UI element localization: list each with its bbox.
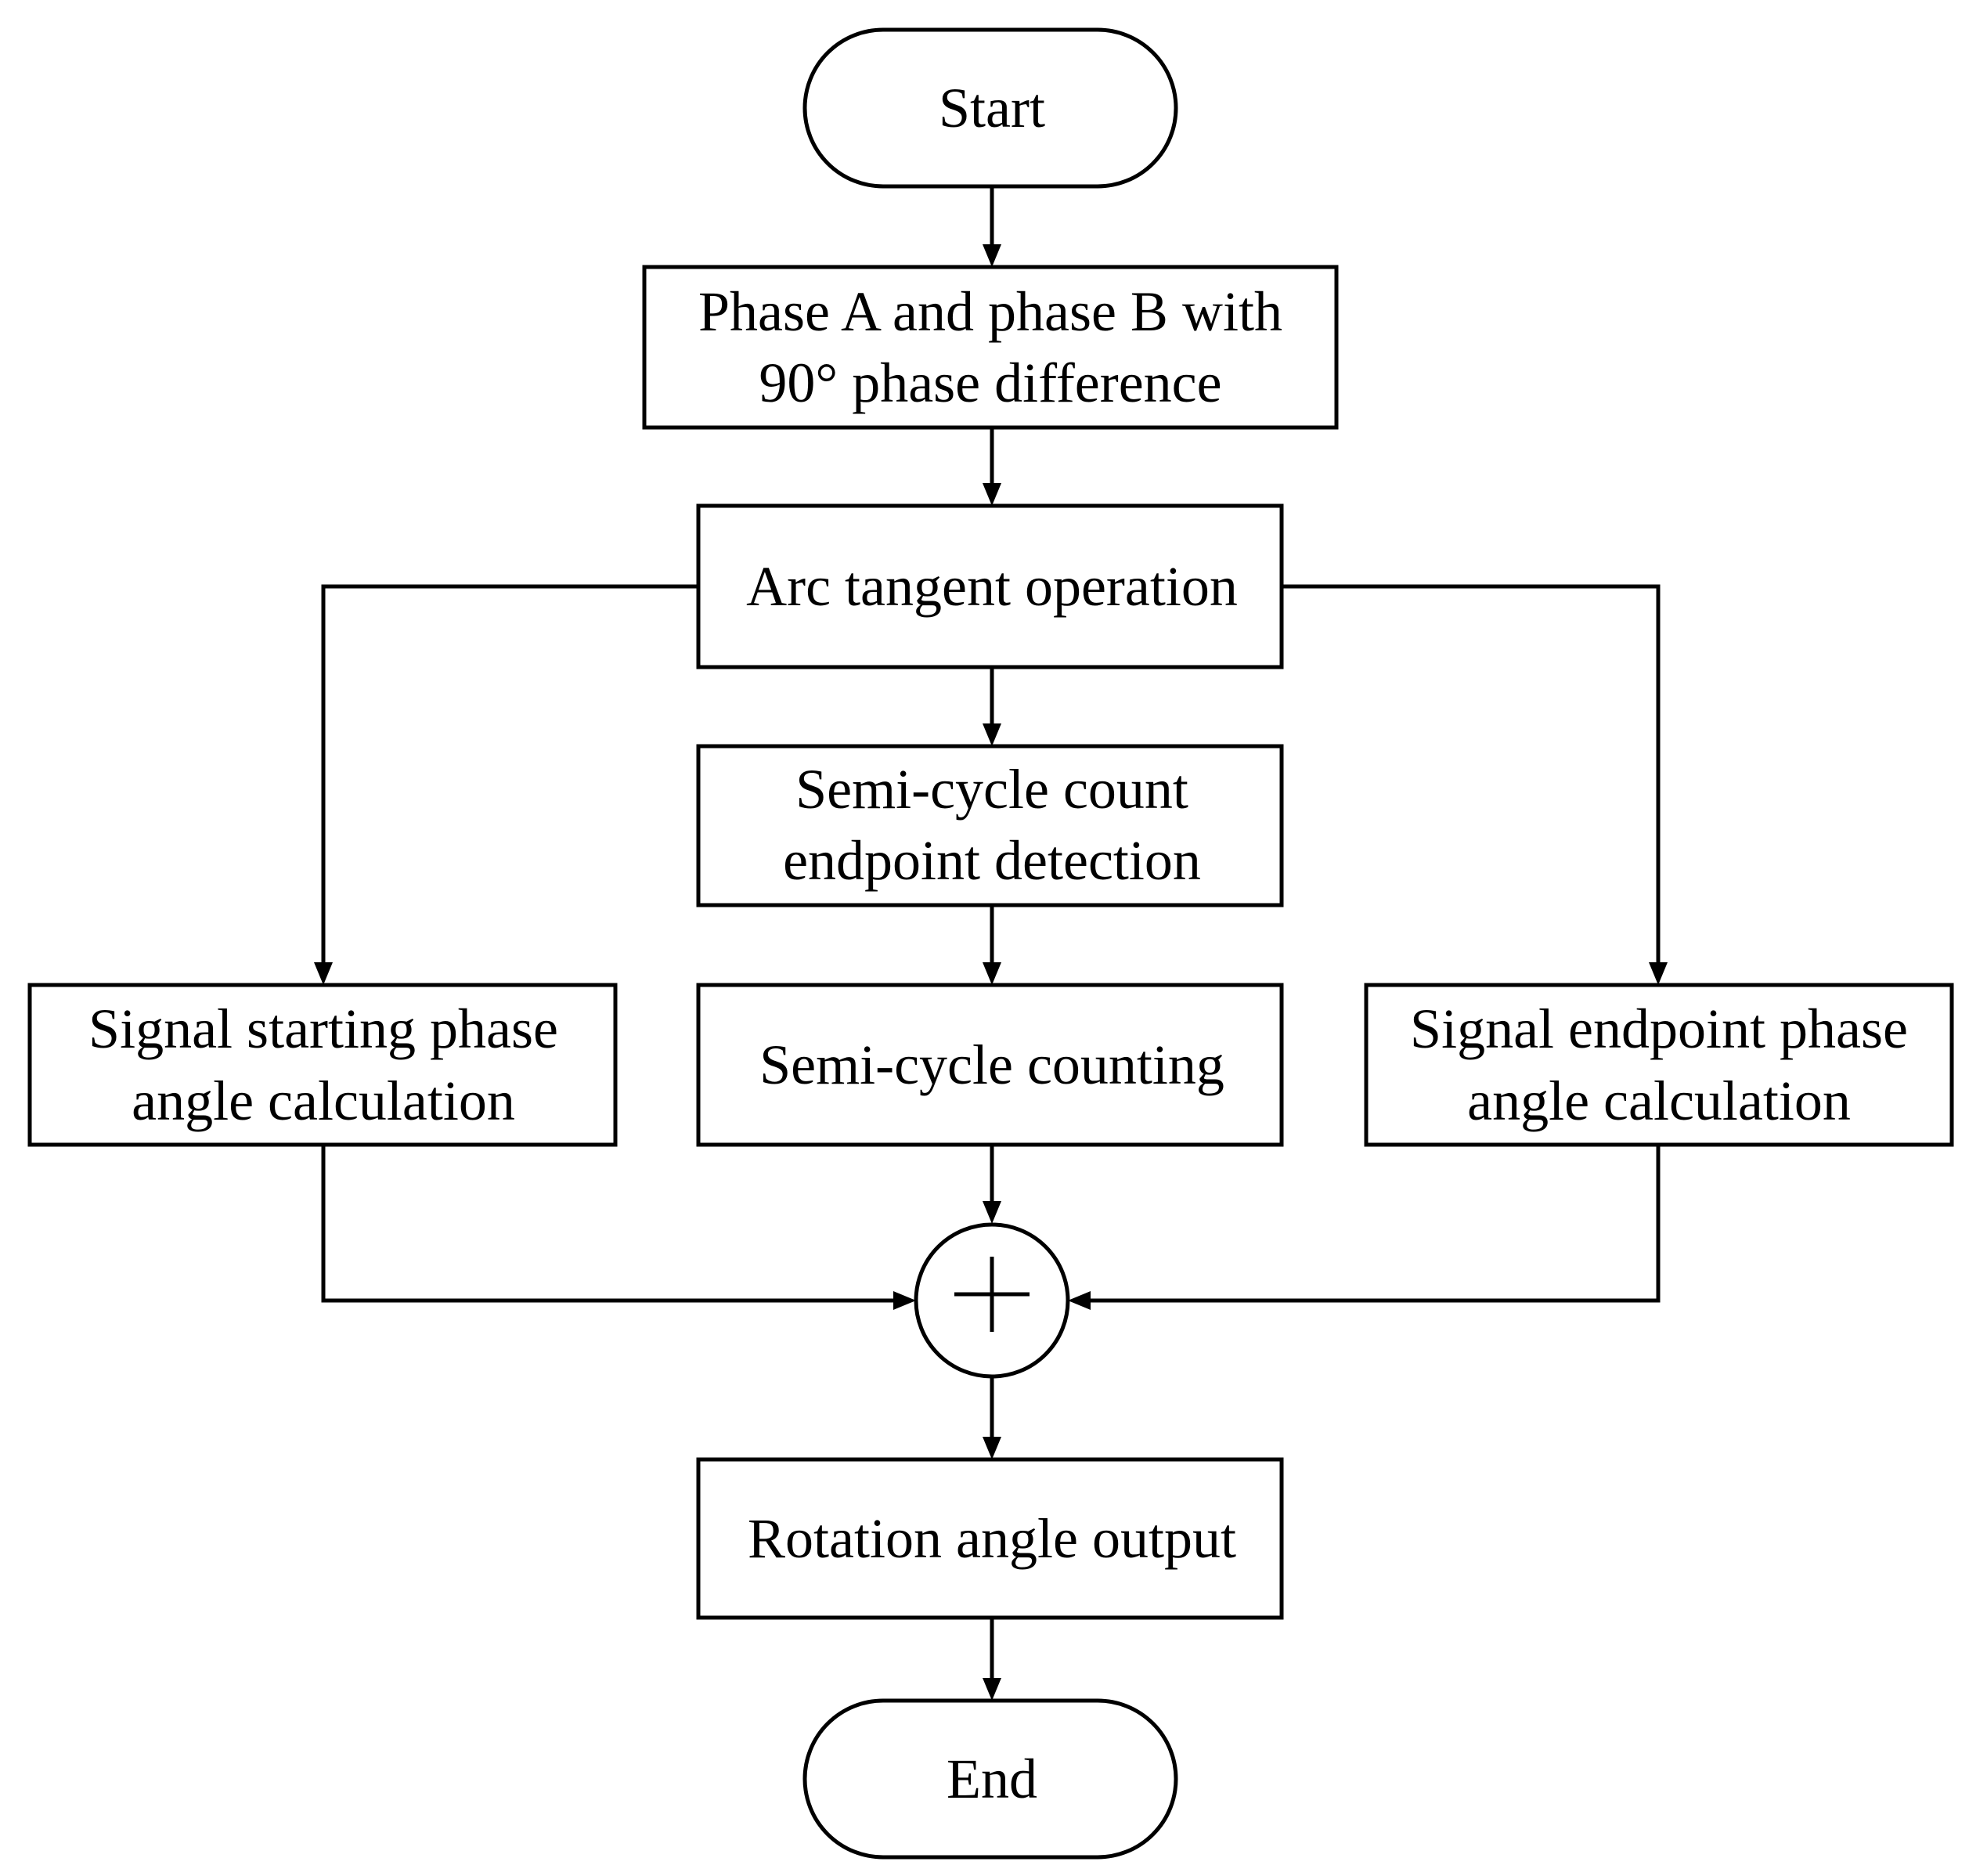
semi-cycle-count-label: Semi-cycle counting bbox=[759, 1034, 1224, 1096]
start-phase-line2: angle calculation bbox=[132, 1070, 515, 1132]
phase-input-line2: 90° phase difference bbox=[759, 352, 1221, 414]
semi-cycle-detect-line1: Semi-cycle count bbox=[795, 758, 1188, 821]
node-arctan: Arc tangent operation bbox=[696, 503, 1284, 669]
arrowhead bbox=[893, 1291, 916, 1310]
arrowhead bbox=[983, 723, 1001, 746]
phase-input-line1: Phase A and phase B with bbox=[698, 280, 1282, 343]
end-phase-line1: Signal endpoint phase bbox=[1410, 998, 1908, 1060]
arrowhead bbox=[983, 1678, 1001, 1701]
node-sum bbox=[914, 1222, 1070, 1379]
arrowhead bbox=[1068, 1291, 1091, 1310]
terminator-shape bbox=[802, 1698, 1178, 1860]
arrowhead bbox=[983, 483, 1001, 506]
arrowhead bbox=[314, 962, 333, 985]
node-semi-cycle-detect: Semi-cycle count endpoint detection bbox=[696, 744, 1284, 907]
process-box bbox=[696, 503, 1284, 669]
process-box bbox=[1364, 983, 1954, 1147]
edge-arctan-to-end-phase bbox=[1282, 584, 1661, 965]
arrowhead bbox=[1649, 962, 1668, 985]
arrowhead bbox=[983, 244, 1001, 267]
semi-cycle-detect-line2: endpoint detection bbox=[783, 829, 1201, 892]
edges bbox=[314, 186, 1668, 1701]
arctan-label: Arc tangent operation bbox=[746, 555, 1238, 618]
node-end-phase: Signal endpoint phase angle calculation bbox=[1364, 983, 1954, 1147]
edge-arctan-to-start-phase bbox=[321, 584, 698, 965]
node-semi-cycle-count: Semi-cycle counting bbox=[696, 983, 1284, 1147]
edge-start-phase-to-sum bbox=[321, 1145, 896, 1303]
process-box bbox=[696, 744, 1284, 907]
node-phase-input: Phase A and phase B with 90° phase diffe… bbox=[642, 265, 1339, 430]
process-box bbox=[642, 265, 1339, 430]
start-label: Start bbox=[939, 77, 1045, 139]
end-label: End bbox=[947, 1748, 1037, 1810]
node-start-phase: Signal starting phase angle calculation bbox=[27, 983, 618, 1147]
process-box bbox=[696, 1457, 1284, 1620]
arrowhead bbox=[983, 962, 1001, 985]
process-box bbox=[696, 983, 1284, 1147]
end-phase-line2: angle calculation bbox=[1467, 1070, 1851, 1132]
arrowhead bbox=[983, 1437, 1001, 1459]
node-start: Start bbox=[802, 27, 1178, 189]
edge-end-phase-to-sum bbox=[1088, 1145, 1661, 1303]
process-box bbox=[27, 983, 618, 1147]
output-label: Rotation angle output bbox=[748, 1507, 1236, 1570]
terminator-shape bbox=[802, 27, 1178, 189]
node-end: End bbox=[802, 1698, 1178, 1860]
start-phase-line1: Signal starting phase bbox=[88, 998, 558, 1060]
arrowhead bbox=[983, 1201, 1001, 1224]
node-output: Rotation angle output bbox=[696, 1457, 1284, 1620]
